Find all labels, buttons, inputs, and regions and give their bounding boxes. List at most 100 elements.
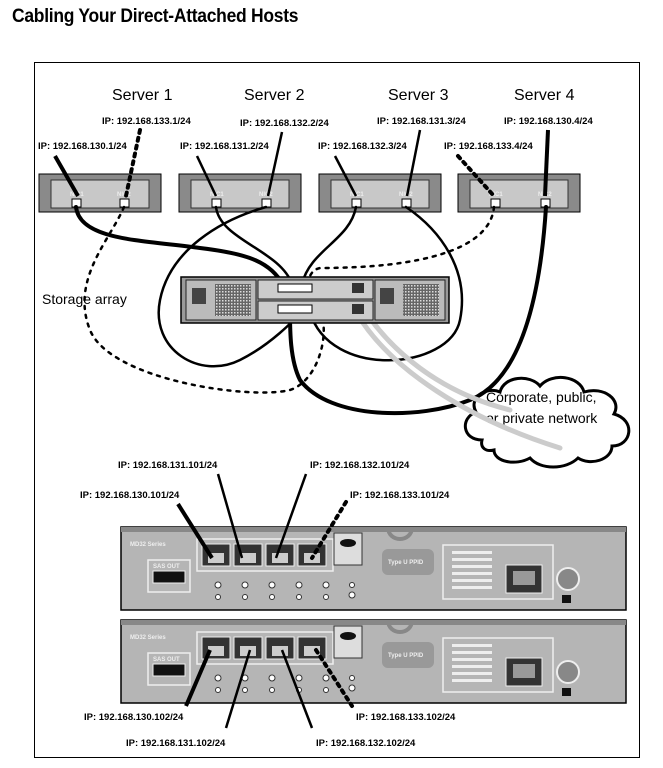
controller-chassis [120,526,627,611]
pull-handle [386,619,414,634]
management-port-jack [513,664,535,678]
server-2-nic2-port [261,198,272,208]
psu-left-icon [192,288,206,304]
server-1-nic1-ip: IP: 192.168.130.1/24 [38,141,127,152]
server-2-nic1-ip: IP: 192.168.131.2/24 [180,141,269,152]
server-4-nic1-port [490,198,501,208]
status-led [322,674,330,682]
latch [333,625,363,659]
server-2-label: Server 2 [244,87,305,104]
server-1-nic2-port [119,198,130,208]
ethernet-port-jack [240,646,256,656]
ethernet-port-jack [272,646,288,656]
ctrl0-port2-ip: IP: 192.168.132.101/24 [310,460,410,471]
server-3-nic1-port [351,198,362,208]
server-4-label: Server 4 [514,87,575,104]
serial-port [556,660,580,684]
status-led [348,684,356,692]
server-4-nic1-ip: IP: 192.168.133.4/24 [444,141,533,152]
mac-label-line [452,579,492,582]
mac-label-area [442,544,554,600]
sas-out-label: SAS OUT [153,657,180,663]
server-2-nic1-port [211,198,222,208]
controller-rail [121,527,626,532]
ctrl1-port3-ip: IP: 192.168.133.102/24 [356,712,456,723]
status-led [214,674,222,682]
status-led [242,594,248,600]
page-title: Cabling Your Direct-Attached Hosts [12,6,299,27]
controller-rail [121,620,626,625]
sas-out-group [147,652,191,686]
status-led [349,675,355,681]
server-1-nic2-label: NIC2 [117,192,131,198]
latch-handle [340,632,356,640]
ctrl1-port2-ip: IP: 192.168.132.102/24 [316,738,416,749]
ctrl0-port0-ip: IP: 192.168.130.101/24 [80,490,180,501]
sas-out-group [147,559,191,593]
status-led [215,687,221,693]
status-led [241,581,249,589]
status-led [348,591,356,599]
sas-out-port [152,570,186,584]
serial-port [556,567,580,591]
ctrl0-port1-ip: IP: 192.168.131.101/24 [118,460,218,471]
server-4-nic1-label: NIC1 [489,192,503,198]
mac-label-line [452,672,492,675]
server-2-nic2-label: NIC2 [259,192,273,198]
ethernet-port-jack [304,646,320,656]
cables [74,205,563,451]
server-2-nic1-label: NIC1 [210,192,224,198]
mac-label-line [452,551,492,554]
mac-label-line [452,651,492,654]
network-cloud-line2: or private network [486,410,598,426]
mac-label-line [452,679,492,682]
status-led [349,582,355,588]
server-4-nic2-ip: IP: 192.168.130.4/24 [504,116,593,127]
management-port-jack [513,571,535,585]
diagram-frame [34,62,640,758]
ethernet-port-jack [240,553,256,563]
status-led [215,594,221,600]
wrench-icon [562,688,571,696]
psu-right-icon [380,288,394,304]
server-3-label: Server 3 [388,87,449,104]
ppid-label: Type U PPID [388,653,424,659]
mac-label-line [452,558,492,561]
status-led [296,594,302,600]
status-led [295,581,303,589]
controller-0-leader-lines [176,473,348,560]
mac-label-line [452,565,492,568]
wrench-icon [562,595,571,603]
status-led [268,674,276,682]
latch-handle [340,539,356,547]
mac-label-line [452,572,492,575]
ethernet-port-jack [272,553,288,563]
storage-array [180,276,450,324]
ethernet-port-jack [208,646,224,656]
ctrl0-port3-ip: IP: 192.168.133.101/24 [350,490,450,501]
ethernet-port-group [196,631,334,665]
server-2: NIC1 NIC2 [178,173,302,213]
server-2-nic2-ip: IP: 192.168.132.2/24 [240,118,329,129]
controller-1-leader-lines [184,648,354,729]
server-3: NIC1 NIC2 [318,173,442,213]
ctrl1-port1-ip: IP: 192.168.131.102/24 [126,738,226,749]
ppid-badge [382,642,434,668]
status-led [269,594,275,600]
sas-out-label: SAS OUT [153,564,180,570]
status-led [268,581,276,589]
ppid-badge [382,549,434,575]
mac-label-line [452,658,492,661]
server-1-label: Server 1 [112,87,173,104]
server-3-nic2-ip: IP: 192.168.131.3/24 [377,116,466,127]
status-led [214,581,222,589]
ip-leader-lines [53,128,550,198]
pull-handle [386,526,414,541]
mac-label-line [452,644,492,647]
ctrl1-port0-ip: IP: 192.168.130.102/24 [84,712,184,723]
server-1-nic2-ip: IP: 192.168.133.1/24 [102,116,191,127]
status-led [322,581,330,589]
